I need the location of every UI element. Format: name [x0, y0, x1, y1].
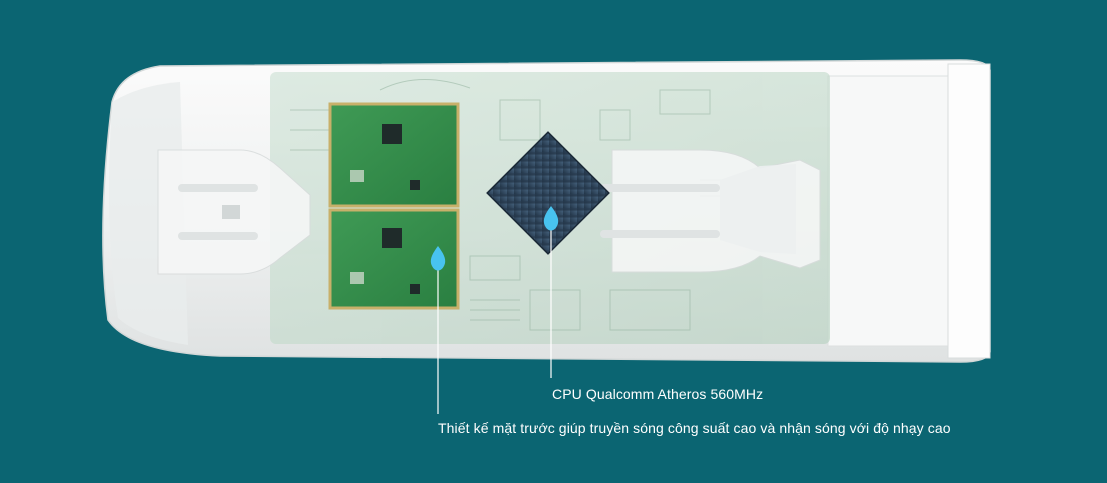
cpu-caption: CPU Qualcomm Atheros 560MHz	[552, 386, 764, 402]
front-design-caption: Thiết kế mặt trước giúp truyền sóng công…	[438, 420, 951, 436]
cpu-heatsink	[486, 131, 610, 255]
radio-card-top	[328, 102, 460, 208]
antenna-marker	[430, 246, 446, 414]
cpu-marker	[543, 206, 559, 378]
mounting-bracket	[157, 149, 821, 275]
